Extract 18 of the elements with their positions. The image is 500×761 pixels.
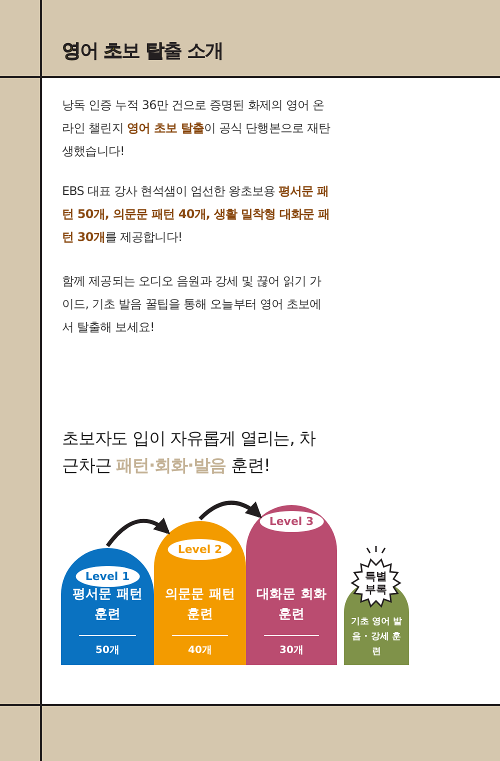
body-paragraph: 함께 제공되는 오디오 음원과 강세 및 끊어 읽기 가이드, 기초 발음 꿀팁을 통해 오늘부터 영어 초보에서 탈출해 보세요!: [62, 273, 322, 336]
body-paragraph: EBS 대표 강사 현석샘이 엄선한 왕초보용 평서문 패턴 50개, 의문문 패턴 40개, 생활 밀착형 대화문 패턴 30개를 제공합니다!: [62, 183, 331, 246]
bar-title: 대화문 회화 훈련: [256, 586, 328, 624]
count-text: 30개: [278, 644, 304, 657]
body-paragraph: 낭독 인증 누적 36만 건으로 증명된 화제의 영어 온라인 챌린지 영어 초보 탈출이 공식 단행본으로 재탄생했습니다!: [62, 97, 332, 160]
section-heading: 초보자도 입이 자유롭게 열리는, 차근차근 패턴·회화·발음 훈련!: [62, 428, 317, 478]
count-text: 50개: [94, 644, 120, 657]
page-title: 영어 초보 탈출 소개: [62, 39, 223, 64]
level-badge: Level 2: [168, 539, 232, 560]
badge-text: 특별 부록: [364, 570, 388, 596]
bonus-text: 기초 영어 발음 · 강세 훈련: [350, 616, 403, 659]
level-badge: Level 1: [75, 566, 140, 587]
curved-arrow: [198, 500, 262, 520]
curved-arrow: [106, 518, 170, 548]
count-text: 40개: [187, 644, 213, 657]
bar-title: 평서문 패턴 훈련: [72, 586, 144, 624]
bar-title: 의문문 패턴 훈련: [164, 586, 236, 624]
level-badge: Level 3: [259, 511, 324, 532]
